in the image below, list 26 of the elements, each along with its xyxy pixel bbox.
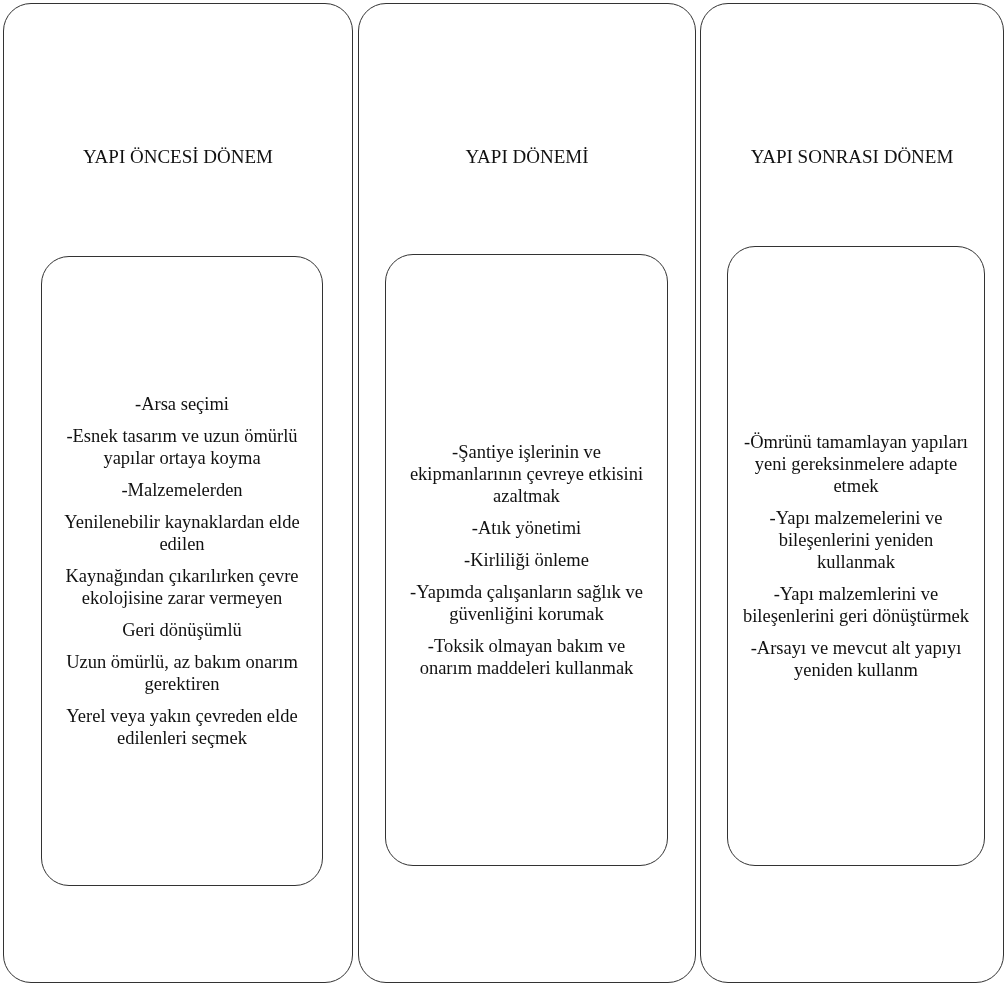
phase-title: YAPI DÖNEMİ	[464, 146, 590, 168]
phase-panel	[358, 3, 696, 983]
task-text: -Şantiye işlerinin ve ekipmanlarının çevreye etkisini azaltmak	[408, 441, 645, 507]
task-text: -Kirliliği önleme	[464, 549, 589, 571]
task-text: -Toksik olmayan bakım ve onarım maddeleri kullanmak	[418, 635, 635, 679]
phase-panel	[700, 3, 1004, 983]
task-text: -Yapı malzemelerini ve bileşenlerini yeniden kullanmak	[768, 507, 944, 573]
task-text: -Yapı malzemlerini ve bileşenlerini geri dönüştürmek	[742, 583, 970, 627]
task-text: -Yapımda çalışanların sağlık ve güvenliğini korumak	[409, 581, 644, 625]
task-text: -Malzemelerden	[121, 479, 243, 501]
task-text: -Arsayı ve mevcut alt yapıyı yeniden kullanm	[749, 637, 963, 681]
phase-title: YAPI ÖNCESİ DÖNEM	[82, 146, 274, 168]
task-text: Uzun ömürlü, az bakım onarım gerektiren	[65, 651, 299, 695]
task-text: -Ömrünü tamamlayan yapıları yeni gereksinmelere adapte etmek	[743, 431, 969, 497]
task-text: Geri dönüşümlü	[122, 619, 242, 641]
task-text: -Atık yönetimi	[471, 517, 582, 539]
phase-panel	[3, 3, 353, 983]
phase-title: YAPI SONRASI DÖNEM	[749, 146, 955, 168]
task-list-box	[727, 246, 985, 866]
task-text: Yenilenebilir kaynaklardan elde edilen	[63, 511, 301, 555]
task-text: -Arsa seçimi	[135, 393, 229, 415]
task-text: -Esnek tasarım ve uzun ömürlü yapılar ortaya koyma	[65, 425, 299, 469]
task-text: Yerel veya yakın çevreden elde edilenleri seçmek	[65, 705, 299, 749]
task-text: Kaynağından çıkarılırken çevre ekolojisine zarar vermeyen	[64, 565, 300, 609]
task-list-box	[385, 254, 668, 866]
task-list-box	[41, 256, 323, 886]
